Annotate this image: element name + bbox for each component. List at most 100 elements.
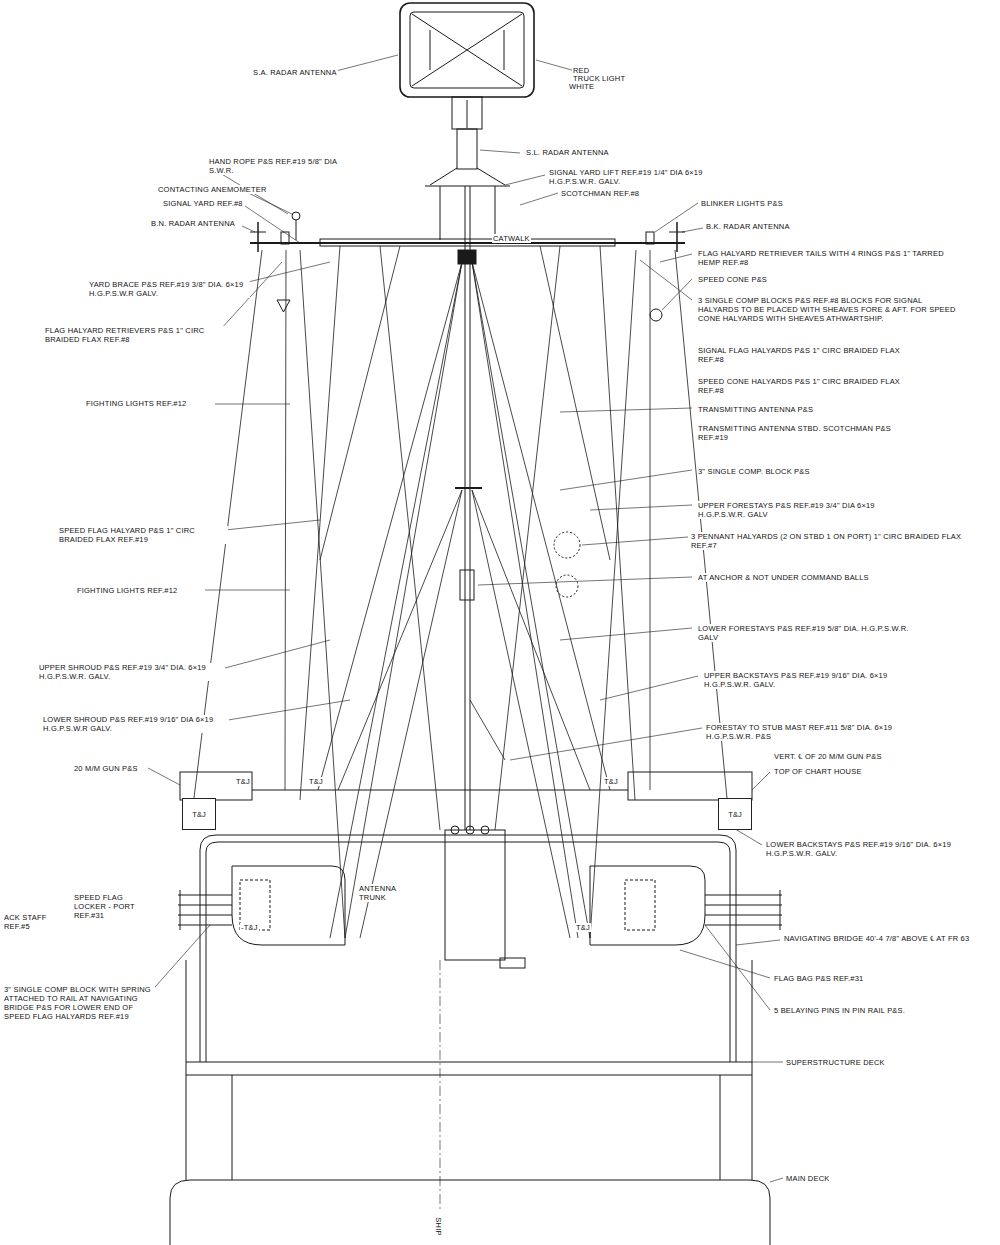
leader-lines [662, 279, 692, 310]
leader-lines [600, 676, 698, 700]
hull-outline [752, 960, 753, 1180]
rigging-lines [285, 250, 286, 790]
leader-lines [590, 505, 692, 510]
box-label: T&J [728, 810, 741, 819]
leader-lines [560, 470, 692, 490]
chart-house-and-bridge [466, 826, 474, 834]
radar-mast-top [400, 3, 534, 240]
callout-label: SCOTCHMAN REF.#8 [560, 189, 640, 198]
signal-yard [250, 242, 685, 244]
fitting-box: T&J [718, 798, 752, 830]
callout-label: -T&J [240, 923, 259, 932]
leader-lines [752, 772, 770, 790]
rigging-lines [380, 246, 440, 830]
chart-house-and-bridge [705, 890, 782, 930]
chart-house-and-bridge [200, 835, 736, 1062]
radar-mast-top [412, 14, 522, 86]
signal-yard [292, 212, 300, 220]
callout-label: YARD BRACE P&S REF.#19 3/8" DIA. 6×19 H.… [88, 280, 250, 298]
callout-label: AT ANCHOR & NOT UNDER COMMAND BALLS [697, 573, 870, 582]
callout-label: B.N. RADAR ANTENNA [150, 219, 236, 228]
callout-label: LOWER SHROUD P&S REF.#19 9/16" DIA 6×19 … [42, 715, 229, 733]
leader-lines [225, 520, 320, 530]
chart-house-and-bridge [628, 772, 752, 800]
mast-pole [554, 532, 580, 558]
callout-label: 3 PENNANT HALYARDS (2 ON STBD 1 ON PORT)… [690, 532, 984, 550]
leader-lines [705, 925, 770, 1010]
leader-lines [148, 768, 180, 785]
leader-lines [582, 537, 688, 545]
callout-label: VERT. ℄ OF 20 M/M GUN P&S [773, 752, 883, 761]
callout-label: B.K. RADAR ANTENNA [705, 222, 791, 231]
signal-yard [676, 222, 678, 252]
callout-label: NAVIGATING BRIDGE 40'-4 7/8" ABOVE ℄ AT … [783, 934, 980, 943]
leader-lines [752, 1062, 783, 1063]
callout-label: LOWER FORESTAYS P&S REF.#19 5/8" DIA. H.… [697, 624, 914, 642]
callout-label: UPPER FORESTAYS P&S REF.#19 3/4" DIA 6×1… [697, 501, 904, 519]
callout-label: SIGNAL YARD LIFT REF.#19 1/4" DIA 6×19 H… [548, 168, 715, 186]
hull-outline [186, 1062, 752, 1063]
radar-mast-top [440, 186, 441, 240]
callout-label: 5 BELAYING PINS IN PIN RAIL P&S. [773, 1006, 906, 1015]
leader-lines [215, 404, 290, 405]
callout-label: S.L. RADAR ANTENNA [525, 148, 610, 157]
callout-label: CONTACTING ANEMOMETER [157, 185, 268, 194]
hull-outline [186, 960, 187, 1180]
callout-label: S.A. RADAR ANTENNA [252, 68, 338, 77]
rigging-lines [300, 246, 340, 800]
callout-label: T&J [235, 777, 251, 786]
callout-label: HAND ROPE P&S REF.#19 5/8" DIA S.W.R. [208, 157, 340, 175]
leader-lines [682, 228, 703, 232]
rigging-lines [495, 246, 560, 830]
radar-mast-top [425, 168, 510, 186]
leader-lines [680, 950, 770, 978]
leader-lines [510, 728, 702, 760]
rigging-lines [472, 262, 578, 938]
signal-yard [320, 239, 615, 246]
callout-label: WHITE [568, 82, 595, 91]
rigging-lines [472, 262, 610, 790]
leader-lines [245, 206, 300, 243]
leader-lines [736, 940, 780, 945]
callout-label: 3" SINGLE COMP BLOCK WITH SPRING ATTACHE… [3, 985, 155, 1021]
callout-label: SPEED FLAG HALYARD P&S 1" CIRC BRAIDED F… [58, 526, 228, 544]
radar-mast-top [457, 129, 477, 169]
callout-label: FIGHTING LIGHTS REF.#12 [85, 399, 187, 408]
signal-yard [250, 212, 685, 321]
leader-lines [655, 203, 698, 232]
mast-pole [455, 487, 482, 489]
callout-label: UPPER BACKSTAYS P&S REF.#19 9/16" DIA. 6… [703, 671, 935, 689]
rigging-lines [470, 700, 505, 760]
callout-label: FLAG BAG P&S REF.#31 [773, 974, 864, 983]
rigging-lines [190, 246, 730, 938]
callout-label: UPPER SHROUD P&S REF.#19 3/4" DIA. 6×19 … [38, 663, 225, 681]
callout-label: FLAG HALYARD RETRIEVERS P&S 1" CIRC BRAI… [44, 326, 224, 344]
leader-lines [660, 254, 692, 262]
rigging-lines [472, 262, 590, 938]
radar-mast-top [495, 186, 496, 240]
hull-outline [170, 960, 770, 1245]
callout-label: FIGHTING LIGHTS REF.#12 [76, 586, 178, 595]
leader-lines [205, 590, 290, 591]
mast-pole [465, 186, 466, 830]
callout-label: TOP OF CHART HOUSE [773, 767, 863, 776]
callout-label: SUPERSTRUCTURE DECK [785, 1058, 886, 1067]
callout-label: T&J [308, 777, 324, 786]
signal-yard [296, 220, 297, 240]
chart-house-and-bridge [178, 772, 782, 1062]
rigging-lines [472, 490, 590, 790]
radar-mast-top [504, 30, 505, 70]
chart-house-and-bridge [252, 790, 628, 791]
callout-label: SPEED CONE HALYARDS P&S 1" CIRC BRAIDED … [697, 377, 909, 395]
rigging-lines [330, 262, 462, 938]
mast-pole [460, 570, 474, 600]
hull-outline [232, 1075, 720, 1180]
hull-outline [186, 1075, 752, 1076]
hull-outline [440, 960, 441, 1210]
rigging-lines [650, 250, 651, 790]
chart-house-and-bridge [445, 830, 505, 960]
callout-label: SPEED FLAG LOCKER - PORT REF.#31 [73, 893, 147, 920]
rigging-lines [345, 262, 462, 938]
callout-label: MAIN DECK [785, 1174, 830, 1183]
